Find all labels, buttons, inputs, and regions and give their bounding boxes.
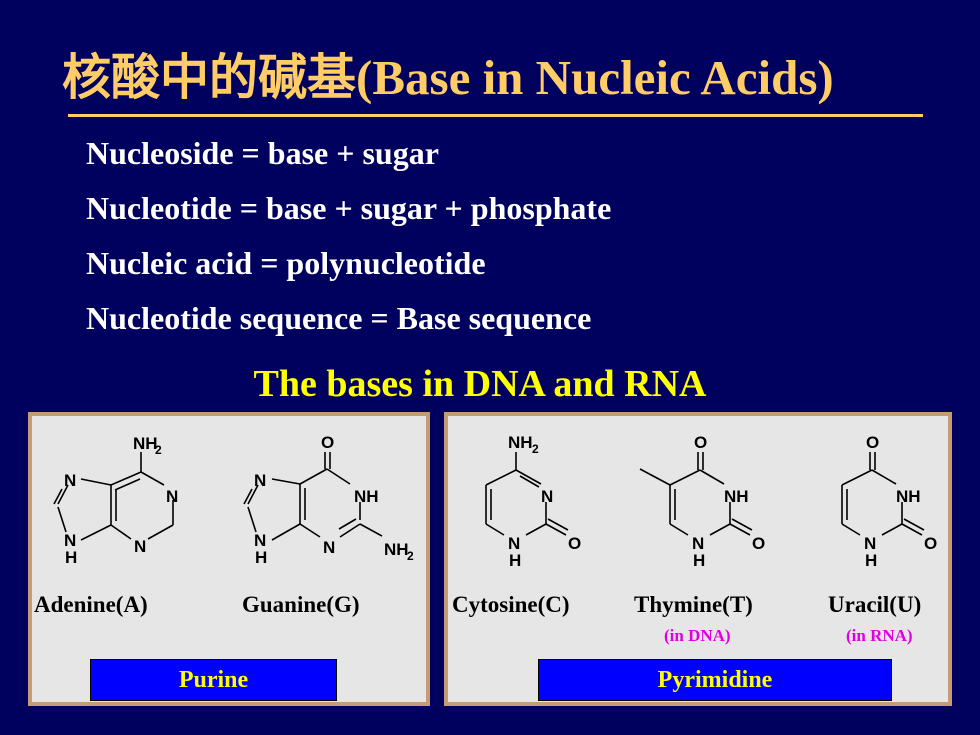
uracil-note: (in RNA): [846, 626, 913, 645]
guanine-n1h: NH: [354, 487, 379, 506]
cytosine-amino-subscript: 2: [532, 442, 539, 456]
definition-nucleic-acid: Nucleic acid = polynucleotide: [86, 245, 486, 281]
adenine-n7: N: [64, 471, 76, 490]
thymine-bottom-oxygen: O: [752, 534, 765, 553]
cytosine-name: Cytosine(C): [452, 592, 570, 617]
uracil-top-oxygen: O: [866, 433, 879, 452]
adenine-structure: NH 2 N N N N H: [53, 434, 178, 567]
purine-panel: NH 2 N N N N H O NH N NH: [28, 412, 430, 706]
cytosine-structure: NH 2 N N H O: [485, 433, 581, 570]
guanine-n7: N: [254, 471, 266, 490]
guanine-amino-subscript: 2: [407, 549, 414, 563]
uracil-bottom-oxygen: O: [924, 534, 937, 553]
uracil-structure: O NH N H O: [841, 433, 937, 570]
thymine-name: Thymine(T): [634, 592, 753, 617]
definitions-list: Nucleoside = base + sugar Nucleotide = b…: [86, 132, 611, 352]
definition-nucleoside: Nucleoside = base + sugar: [86, 135, 439, 171]
thymine-n3h: NH: [724, 487, 749, 506]
guanine-name: Guanine(G): [242, 592, 360, 617]
pyrimidine-panel: NH 2 N N H O O NH N H O: [444, 412, 952, 706]
uracil-name: Uracil(U): [828, 592, 922, 617]
guanine-carbonyl-oxygen: O: [321, 433, 334, 452]
bases-subtitle: The bases in DNA and RNA: [253, 363, 707, 405]
adenine-amino-label: NH: [133, 434, 158, 453]
uracil-n1-hydrogen: H: [865, 551, 877, 570]
adenine-amino-subscript: 2: [155, 443, 162, 457]
definition-nucleotide: Nucleotide = base + sugar + phosphate: [86, 190, 612, 226]
thymine-n1-hydrogen: H: [693, 551, 705, 570]
thymine-note: (in DNA): [664, 626, 731, 645]
guanine-structure: O NH N NH 2 N N H: [243, 433, 414, 567]
cytosine-amino-label: NH: [508, 433, 533, 452]
adenine-name: Adenine(A): [34, 592, 148, 617]
thymine-n1: N: [692, 534, 704, 553]
cytosine-n3: N: [541, 487, 553, 506]
adenine-n3: N: [134, 537, 146, 556]
page-title: 核酸中的碱基(Base in Nucleic Acids): [62, 50, 834, 105]
guanine-n9: N: [254, 531, 266, 550]
guanine-amino-label: NH: [384, 540, 409, 559]
thymine-structure: O NH N H O: [639, 433, 765, 570]
definition-sequence: Nucleotide sequence = Base sequence: [86, 300, 592, 336]
cytosine-n1: N: [508, 534, 520, 553]
title-underline: [68, 114, 923, 117]
pyrimidine-label: Pyrimidine: [538, 659, 892, 701]
cytosine-n1-hydrogen: H: [509, 551, 521, 570]
adenine-n1: N: [166, 487, 178, 506]
thymine-top-oxygen: O: [694, 433, 707, 452]
purine-label: Purine: [90, 659, 337, 701]
guanine-n3: N: [323, 538, 335, 557]
cytosine-oxygen: O: [568, 534, 581, 553]
uracil-n1: N: [864, 534, 876, 553]
uracil-n3h: NH: [896, 487, 921, 506]
guanine-n9-hydrogen: H: [255, 548, 267, 567]
adenine-n9: N: [64, 531, 76, 550]
adenine-n9-hydrogen: H: [65, 548, 77, 567]
